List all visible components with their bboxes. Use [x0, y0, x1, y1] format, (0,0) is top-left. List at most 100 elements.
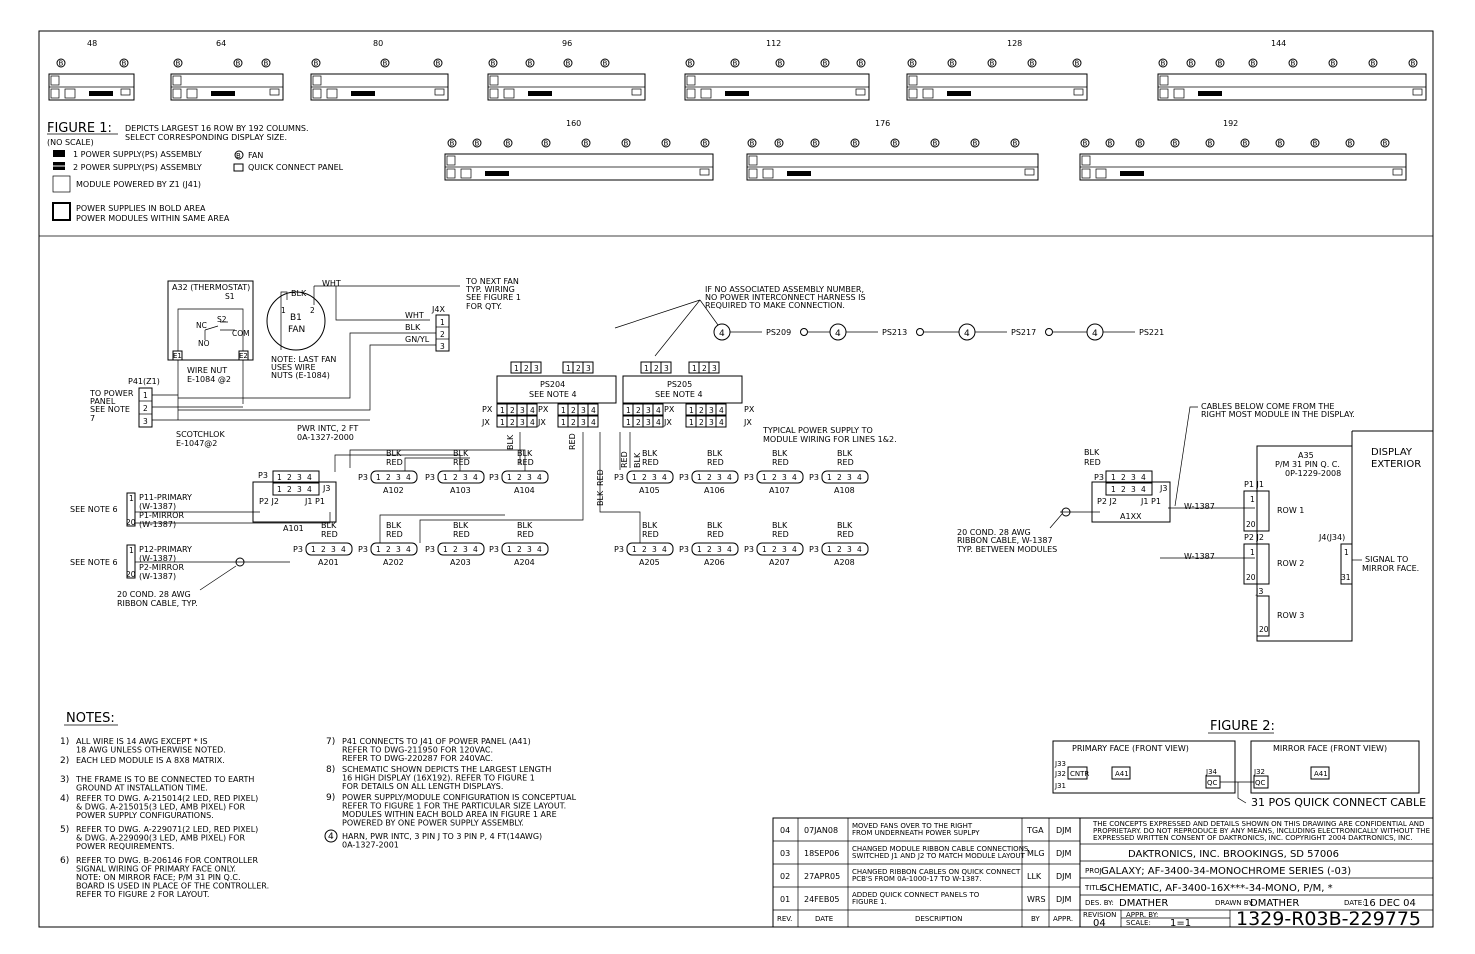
chain-node — [800, 328, 808, 336]
fan-icon — [907, 58, 917, 68]
figure2-cntr: CNTR — [1070, 770, 1089, 778]
j4j34-pin31: 31 — [1341, 573, 1351, 582]
module-connector — [305, 542, 353, 556]
figure2-j32b: J32 — [1253, 768, 1265, 776]
p2m-cable: (W-1387) — [139, 572, 176, 581]
fan-icon-glyph: B — [950, 60, 955, 68]
revision-number: 03 — [780, 849, 790, 858]
wire-nut-label-2: E-1084 @2 — [187, 375, 231, 384]
terminal-e1-label: E1 — [173, 352, 182, 360]
note-line: SCHEMATIC SHOWN DEPICTS THE LARGEST LENG… — [342, 765, 551, 774]
module-label: A201 — [318, 558, 339, 567]
fan-icon-glyph: B — [990, 60, 995, 68]
note-line: ALL WIRE IS 14 AWG EXCEPT * IS — [76, 737, 208, 746]
module-pin-number: 1 — [697, 473, 702, 482]
module-red-label: RED — [642, 530, 659, 539]
module-label: A107 — [769, 486, 790, 495]
fan-icon — [1408, 58, 1418, 68]
thermostat-s2: S2 — [217, 315, 227, 324]
module-p3-label: P3 — [679, 473, 689, 482]
next-fan-note-1: TO NEXT FAN — [465, 277, 519, 286]
figure2-title: FIGURE 2: — [1210, 719, 1275, 734]
fan-icon — [1170, 138, 1180, 148]
connector-pin-number: 2 — [654, 364, 659, 373]
panel-ps-slot — [748, 168, 758, 179]
fan-icon — [119, 58, 129, 68]
size-label: 64 — [216, 39, 226, 48]
module-pin-number: 1 — [376, 473, 381, 482]
thermostat-no: NO — [198, 339, 210, 348]
note-line: POWER SUPPLY/MODULE CONFIGURATION IS CON… — [342, 793, 577, 802]
module-pin-number: 3 — [717, 545, 722, 554]
module-pin-number: 2 — [453, 545, 458, 554]
fan-icon — [987, 58, 997, 68]
panel-qc — [120, 88, 131, 96]
a1xx-p2j2-label: P2 J2 — [1097, 497, 1117, 506]
fan-icon — [930, 138, 940, 148]
module-pin-number: 1 — [827, 545, 832, 554]
next-fan-note-3: SEE FIGURE 1 — [466, 293, 521, 302]
note-line: 18 AWG UNLESS OTHERWISE NOTED. — [76, 746, 226, 755]
module-red-label: RED — [517, 458, 534, 467]
fan-icon-glyph: B — [1251, 60, 1256, 68]
module-label: A202 — [383, 558, 404, 567]
connector-pin-number: 3 — [709, 418, 714, 427]
note-line: REFER TO FIGURE 1 FOR THE PARTICULAR SIZ… — [342, 802, 566, 811]
scotchlok-label-2: E-1047@2 — [176, 439, 217, 448]
p41-pin-2: 2 — [143, 404, 148, 413]
module-red-label: RED — [707, 530, 724, 539]
connector-pin-number: 4 — [656, 406, 661, 415]
fan-icon-glyph: B — [1348, 140, 1353, 148]
a101-j3-pin-number: 2 — [287, 485, 292, 494]
display-exterior-line — [1351, 430, 1433, 641]
note-line: THE FRAME IS TO BE CONNECTED TO EARTH — [75, 775, 254, 784]
scale-value: 1=1 — [1170, 918, 1191, 929]
fan-icon-glyph: B — [544, 140, 549, 148]
note-number: 8) — [326, 765, 335, 775]
module-connector — [756, 470, 804, 484]
fan-icon — [850, 138, 860, 148]
note-number: 7) — [326, 737, 335, 747]
fan-icon — [1240, 138, 1250, 148]
p12-label: P12-PRIMARY — [139, 545, 192, 554]
a1xx-p3-label: P3 — [1094, 473, 1104, 482]
fan-icon — [1310, 138, 1320, 148]
module-pin-number: 4 — [406, 473, 411, 482]
fan-pin-2: 2 — [310, 306, 315, 315]
note-line: MODULES WITHIN EACH BOLD AREA IN FIGURE … — [342, 810, 557, 819]
p12-connector — [126, 544, 136, 579]
title-label: TITLE: — [1084, 884, 1106, 892]
fan-icon-glyph: B — [491, 60, 496, 68]
module-red-label: RED — [642, 458, 659, 467]
figure1-caption-2: SELECT CORRESPONDING DISPLAY SIZE. — [125, 133, 287, 142]
pwr-intc-label-1: PWR INTC, 2 FT — [297, 424, 358, 433]
fan-icon — [1080, 138, 1090, 148]
module-connector — [437, 542, 485, 556]
note-line: FOR DETAILS ON ALL LENGTH DISPLAYS. — [342, 782, 503, 791]
jx-label-3: JX — [663, 418, 672, 427]
appr-header: APPR. — [1053, 915, 1073, 923]
ps205-label: PS205 — [667, 380, 692, 389]
module-red-label: RED — [772, 458, 789, 467]
p11-pin1: 1 — [129, 494, 134, 503]
figure2-mirror-face — [1250, 740, 1420, 794]
module-blk-label: BLK — [386, 521, 402, 530]
panel-ps-block — [947, 91, 971, 96]
next-fan-note-2: TYP. WIRING — [465, 285, 515, 294]
note-line: 0A-1327-2001 — [342, 841, 399, 850]
note-line: POWER REQUIREMENTS. — [76, 842, 174, 851]
fan-icon-glyph: B — [1083, 140, 1088, 148]
p1m-label: P1-MIRROR — [139, 511, 184, 520]
legend-bold-1: POWER SUPPLIES IN BOLD AREA — [76, 204, 206, 213]
a1xx-ribbon-note-3: TYP. BETWEEN MODULES — [956, 545, 1057, 554]
thermostat-label: A32 (THERMOSTAT) — [172, 283, 250, 292]
connector-pin-number: 1 — [561, 406, 566, 415]
fan-icon — [56, 58, 66, 68]
a1xx-j3-connector — [1105, 482, 1153, 496]
p11-connector — [126, 492, 136, 527]
revision-desc-1: ADDED QUICK CONNECT PANELS TO — [852, 891, 980, 899]
row1-p1j1: P1 J1 — [1244, 480, 1264, 489]
fan-icon-glyph: B — [1291, 60, 1296, 68]
terminal-e2 — [238, 350, 249, 361]
